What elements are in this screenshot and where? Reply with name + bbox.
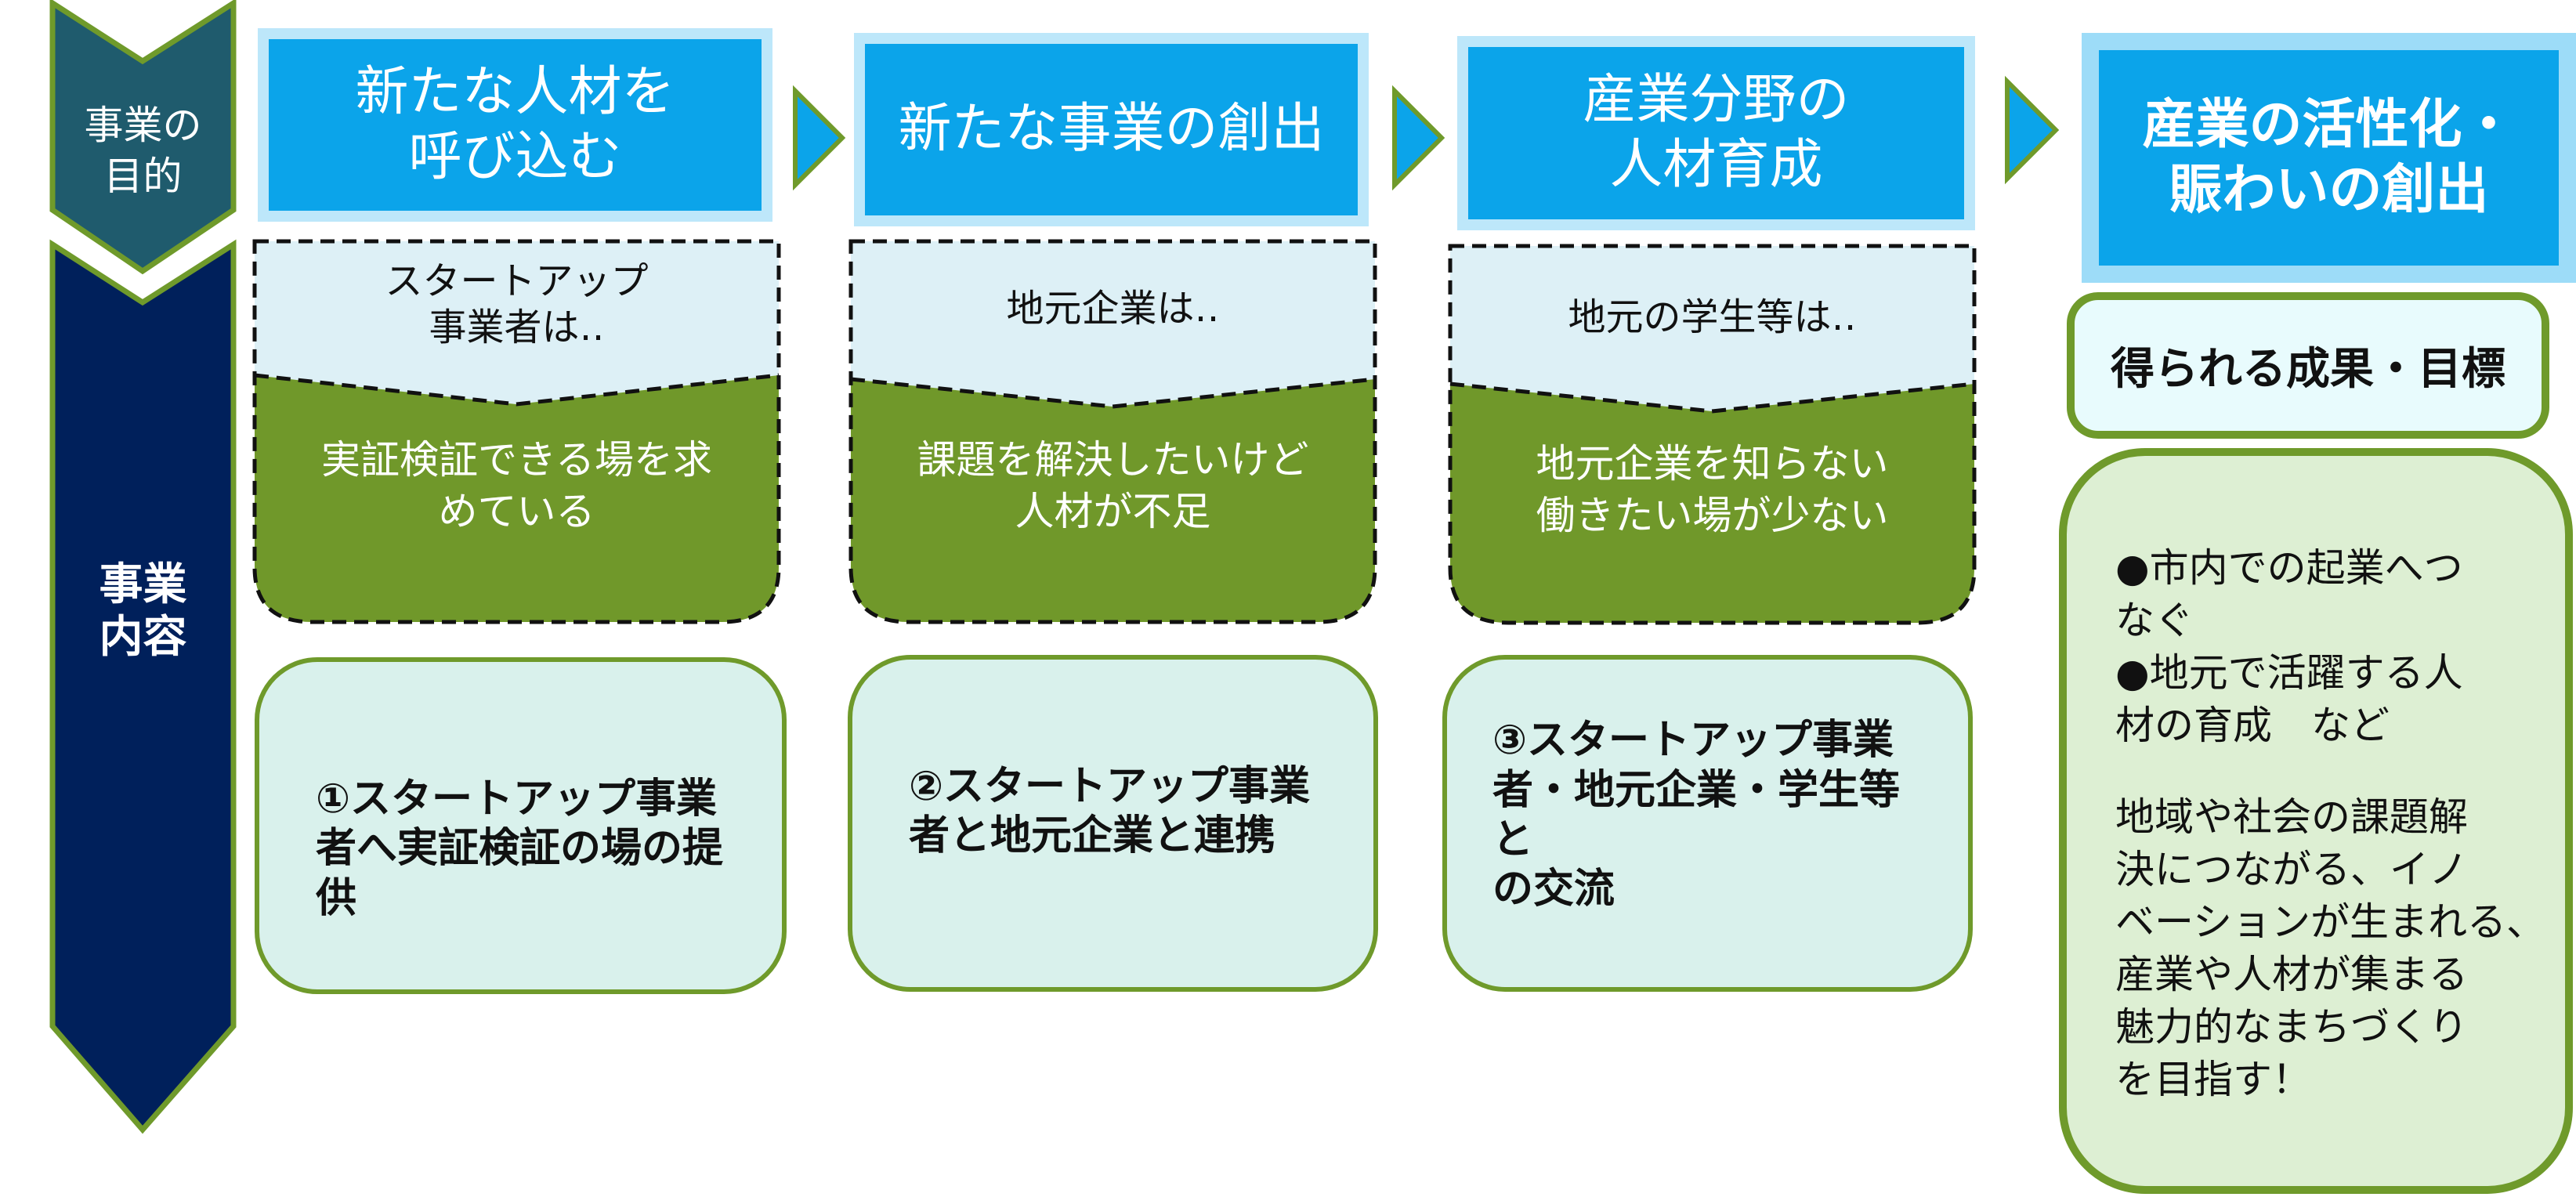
result-line: 材の育成 など <box>2115 703 2390 748</box>
result-line: ●市内での起業へつ <box>2115 545 2463 591</box>
audience-need-3: 地元企業を知らない 働きたい場が少ない <box>1536 441 1889 538</box>
activity-text-3: ③スタートアップ事業 者・地元企業・学生等と の交流 <box>1492 717 1901 913</box>
purpose-box-3: 産業分野の 人材育成 <box>1457 36 1975 230</box>
result-line: 産業や人材が集まる <box>2115 952 2468 997</box>
purpose-side-label: 事業の 目的 <box>84 103 202 199</box>
activity-text-1: ①スタートアップ事業 者へ実証検証の場の提 供 <box>316 775 724 922</box>
triangle-right-icon <box>793 85 846 191</box>
activity-box-3: ③スタートアップ事業 者・地元企業・学生等と の交流 <box>1442 655 1973 992</box>
audience-who-1: スタートアップ 事業者は‥ <box>385 259 649 349</box>
activity-box-1: ①スタートアップ事業 者へ実証検証の場の提 供 <box>255 657 787 994</box>
result-line <box>2115 752 2534 791</box>
audience-need-2: 課題を解決したいけど 人材が不足 <box>917 437 1309 534</box>
activity-text-2: ②スタートアップ事業 者と地元企業と連携 <box>909 762 1311 859</box>
audience-who-3: 地元の学生等は‥ <box>1568 295 1857 339</box>
purpose-chevron <box>49 0 237 275</box>
audience-who-2: 地元企業は‥ <box>1006 286 1220 331</box>
purpose-box-2: 新たな事業の創出 <box>854 33 1369 226</box>
activity-box-2: ②スタートアップ事業 者と地元企業と連携 <box>848 655 1378 992</box>
audience-box-2 <box>848 239 1377 624</box>
result-line: 魅力的なまちづくり <box>2115 1004 2468 1050</box>
results-box: ●市内での起業へつ なぐ ●地元で活躍する人 材の育成 など 地域や社会の課題解… <box>2059 448 2573 1194</box>
audience-box-1 <box>252 239 781 624</box>
purpose-box-1: 新たな人材を 呼び込む <box>258 28 772 222</box>
result-line: 決につながる、イノ <box>2115 847 2468 892</box>
results-label: 得られる成果・目標 <box>2067 292 2549 439</box>
result-line: 地域や社会の課題解 <box>2115 794 2468 840</box>
result-line: ●地元で活躍する人 <box>2115 650 2463 696</box>
content-side-label: 事業 内容 <box>99 559 187 663</box>
triangle-right-icon <box>2005 75 2060 185</box>
result-line: なぐ <box>2115 598 2194 643</box>
audience-box-3 <box>1448 244 1977 625</box>
result-line: を目指す！ <box>2115 1057 2311 1102</box>
audience-need-1: 実証検証できる場を求 めている <box>321 437 712 534</box>
purpose-box-goal: 産業の活性化・ 賑わいの創出 <box>2082 33 2576 283</box>
triangle-right-icon <box>1392 85 1445 191</box>
content-chevron <box>49 239 237 1134</box>
result-line: ベーションが生まれる、 <box>2115 899 2545 945</box>
